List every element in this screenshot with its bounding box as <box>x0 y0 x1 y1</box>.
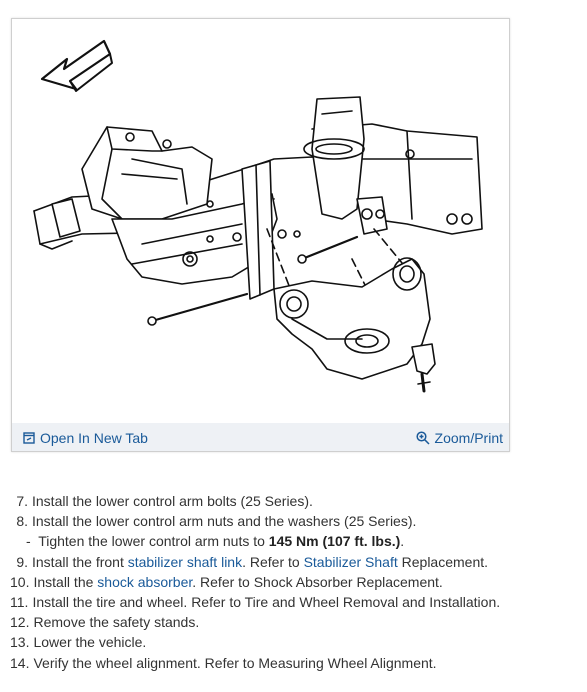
step-8-torque: - Tighten the lower control arm nuts to … <box>26 533 405 550</box>
step-12: 12.Remove the safety stands. <box>10 614 200 631</box>
procedure-steps: 7.Install the lower control arm bolts (2… <box>10 491 500 673</box>
zoom-print-label: Zoom/Print <box>434 430 503 446</box>
shock-absorber-link[interactable]: shock absorber <box>97 573 193 590</box>
suspension-diagram <box>33 39 483 393</box>
step-10: 10.Install the shock absorber. Refer to … <box>10 573 443 590</box>
direction-arrow-icon <box>40 39 113 92</box>
step-7: 7.Install the lower control arm bolts (2… <box>16 493 313 509</box>
open-new-tab-icon <box>23 432 35 444</box>
zoom-print-link[interactable]: Zoom/Print <box>415 430 503 446</box>
figure-container: Open In New Tab Zoom/Print <box>11 18 510 452</box>
step-11: 11.Install the tire and wheel. Refer to … <box>10 594 501 611</box>
open-new-tab-label: Open In New Tab <box>40 430 148 446</box>
stabilizer-shaft-link[interactable]: Stabilizer Shaft <box>303 553 398 570</box>
zoom-icon <box>415 431 430 445</box>
step-9: 9.Install the front stabilizer shaft lin… <box>16 553 489 570</box>
torque-value: 145 Nm (107 ft. lbs.) <box>268 533 401 550</box>
stabilizer-shaft-link-link[interactable]: stabilizer shaft link <box>127 553 243 570</box>
figure-toolbar: Open In New Tab Zoom/Print <box>12 423 509 451</box>
step-13: 13.Lower the vehicle. <box>10 634 147 651</box>
open-new-tab-link[interactable]: Open In New Tab <box>23 430 148 446</box>
step-8: 8.Install the lower control arm nuts and… <box>16 513 417 530</box>
step-14: 14.Verify the wheel alignment. Refer to … <box>10 654 437 671</box>
